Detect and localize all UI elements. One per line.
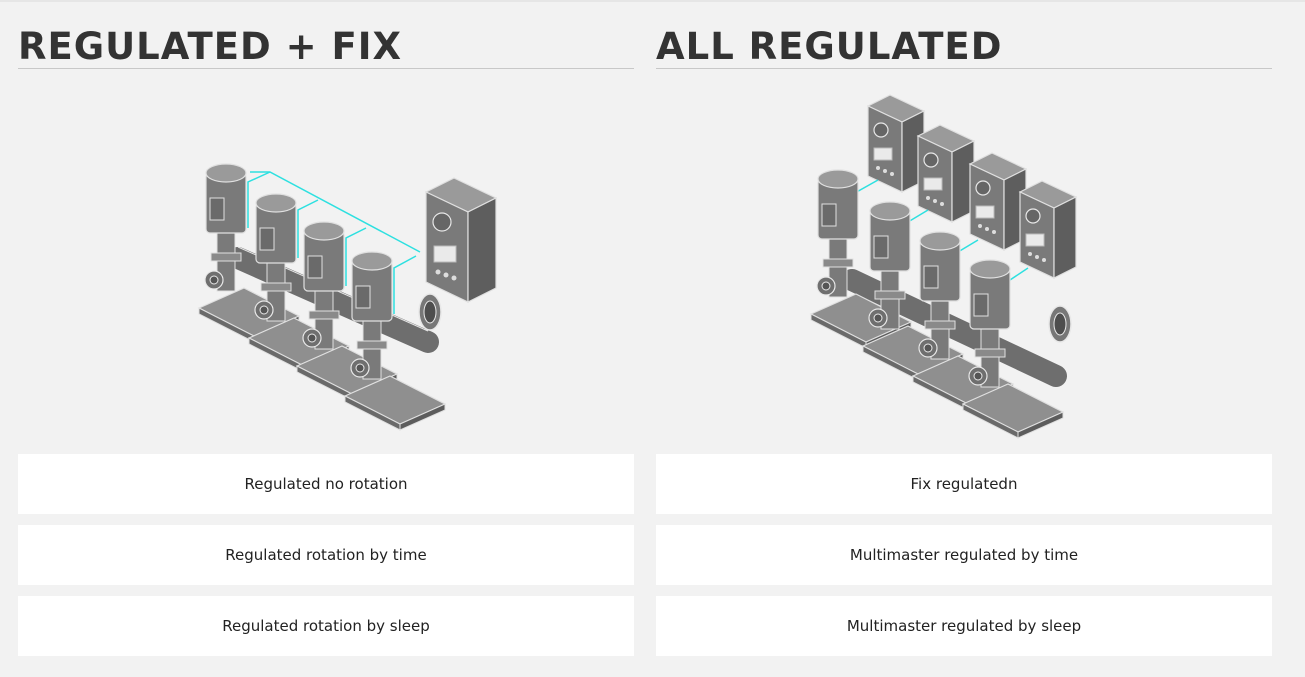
option-fix-regulated[interactable]: Fix regulatedn — [656, 454, 1272, 514]
top-divider — [0, 0, 1305, 2]
option-regulated-rotation-by-sleep[interactable]: Regulated rotation by sleep — [18, 596, 634, 656]
option-multimaster-regulated-by-time[interactable]: Multimaster regulated by time — [656, 525, 1272, 585]
option-multimaster-regulated-by-sleep[interactable]: Multimaster regulated by sleep — [656, 596, 1272, 656]
all-regulated-section: ALL REGULATED — [656, 0, 1272, 677]
section-title: REGULATED + FIX — [18, 25, 403, 68]
option-regulated-no-rotation[interactable]: Regulated no rotation — [18, 454, 634, 514]
section-title: ALL REGULATED — [656, 25, 1003, 68]
title-underline — [18, 68, 634, 69]
pump-station-illustration — [18, 80, 634, 440]
option-regulated-rotation-by-time[interactable]: Regulated rotation by time — [18, 525, 634, 585]
regulated-fix-section: REGULATED + FIX — [18, 0, 634, 677]
pump-station-illustration — [656, 80, 1272, 440]
title-underline — [656, 68, 1272, 69]
